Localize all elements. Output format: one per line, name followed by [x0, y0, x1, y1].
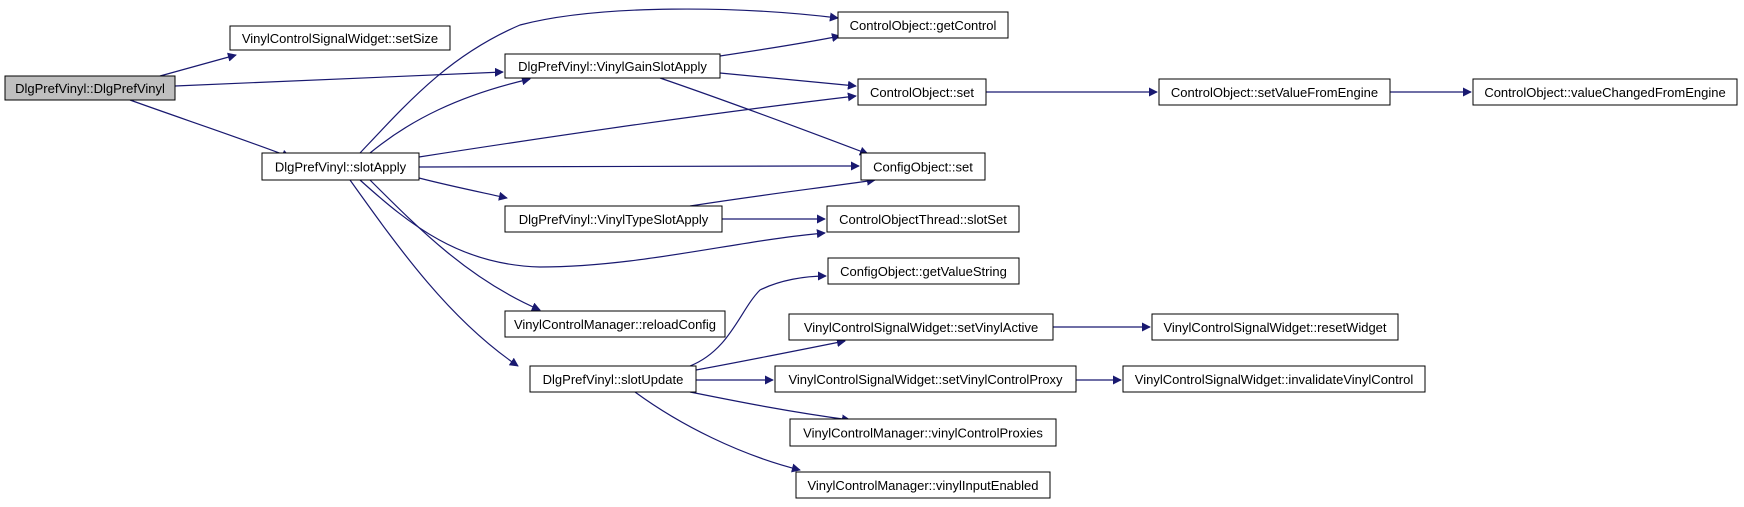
node-cotSlotSet[interactable]: ControlObjectThread::slotSet	[826, 205, 1020, 233]
node-invalidate[interactable]: VinylControlSignalWidget::invalidateViny…	[1122, 365, 1426, 393]
edge-gainApply-to-coSet	[719, 72, 857, 90]
node-label: ConfigObject::set	[873, 160, 973, 175]
node-label: DlgPrefVinyl::slotApply	[275, 160, 407, 175]
node-label: VinylControlSignalWidget::resetWidget	[1163, 320, 1386, 335]
node-box[interactable]	[789, 418, 1057, 447]
edge-gainApply-to-configSet	[659, 77, 869, 156]
nodes-layer: DlgPrefVinyl::DlgPrefVinylVinylControlSi…	[4, 11, 1738, 499]
node-box[interactable]	[1122, 365, 1426, 393]
node-setVinylActive[interactable]: VinylControlSignalWidget::setVinylActive	[788, 313, 1054, 341]
node-getValueString[interactable]: ConfigObject::getValueString	[827, 257, 1020, 285]
edge-slotApply-to-gainApply	[369, 76, 531, 154]
node-box[interactable]	[529, 365, 697, 393]
node-label: VinylControlManager::vinylControlProxies	[803, 426, 1043, 441]
node-box[interactable]	[857, 78, 987, 106]
node-label: ConfigObject::getValueString	[840, 264, 1007, 279]
edge-root-to-gainApply	[174, 67, 504, 87]
node-box[interactable]	[1158, 78, 1391, 106]
node-reloadConfig[interactable]: VinylControlManager::reloadConfig	[504, 310, 726, 338]
node-label: DlgPrefVinyl::DlgPrefVinyl	[15, 81, 165, 96]
edge-gainApply-to-getControl	[719, 33, 841, 57]
node-slotApply[interactable]: DlgPrefVinyl::slotApply	[261, 152, 420, 181]
edge-root-to-slotApply	[129, 99, 291, 159]
node-slotUpdate[interactable]: DlgPrefVinyl::slotUpdate	[529, 365, 697, 393]
node-box[interactable]	[860, 152, 986, 181]
node-label: ControlObject::valueChangedFromEngine	[1484, 85, 1725, 100]
node-box[interactable]	[827, 257, 1020, 285]
node-label: VinylControlSignalWidget::setVinylContro…	[788, 372, 1063, 387]
node-getControl[interactable]: ControlObject::getControl	[837, 11, 1009, 39]
node-label: ControlObjectThread::slotSet	[839, 212, 1007, 227]
node-label: VinylControlManager::vinylInputEnabled	[807, 478, 1038, 493]
edge-slotApply-to-coSet	[418, 92, 857, 158]
node-box[interactable]	[504, 205, 723, 233]
node-box[interactable]	[504, 53, 721, 79]
node-coSet[interactable]: ControlObject::set	[857, 78, 987, 106]
node-box[interactable]	[795, 471, 1051, 499]
node-label: ControlObject::getControl	[850, 18, 997, 33]
edges-layer	[129, 8, 1472, 473]
node-setValueFE[interactable]: ControlObject::setValueFromEngine	[1158, 78, 1391, 106]
edge-slotApply-to-reloadConfig	[369, 179, 541, 311]
node-label: ControlObject::set	[870, 85, 974, 100]
node-box[interactable]	[774, 365, 1077, 393]
node-box[interactable]	[261, 152, 420, 181]
node-label: VinylControlSignalWidget::setSize	[242, 31, 438, 46]
edge-slotUpdate-to-setVinylActive	[695, 338, 846, 371]
node-label: DlgPrefVinyl::VinylTypeSlotApply	[519, 212, 709, 227]
node-inputEnabled[interactable]: VinylControlManager::vinylInputEnabled	[795, 471, 1051, 499]
node-box[interactable]	[1472, 78, 1738, 106]
node-gainApply[interactable]: DlgPrefVinyl::VinylGainSlotApply	[504, 53, 721, 79]
node-valueChangedFE[interactable]: ControlObject::valueChangedFromEngine	[1472, 78, 1738, 106]
node-configSet[interactable]: ConfigObject::set	[860, 152, 986, 181]
edge-slotApply-to-configSet	[418, 161, 860, 171]
node-label: VinylControlManager::reloadConfig	[514, 317, 716, 332]
node-box[interactable]	[837, 11, 1009, 39]
node-label: DlgPrefVinyl::VinylGainSlotApply	[518, 59, 707, 74]
node-label: VinylControlSignalWidget::invalidateViny…	[1135, 372, 1414, 387]
node-resetWidget[interactable]: VinylControlSignalWidget::resetWidget	[1151, 313, 1399, 341]
edge-slotApply-to-getControl	[359, 8, 839, 154]
node-proxies[interactable]: VinylControlManager::vinylControlProxies	[789, 418, 1057, 447]
node-box[interactable]	[788, 313, 1054, 341]
edge-slotApply-to-slotUpdate	[349, 179, 519, 367]
node-box[interactable]	[229, 25, 451, 51]
node-setSize[interactable]: VinylControlSignalWidget::setSize	[229, 25, 451, 51]
edge-slotUpdate-to-getValueString	[689, 271, 827, 367]
edge-slotUpdate-to-proxies	[689, 391, 851, 424]
edge-root-to-setSize	[159, 52, 237, 77]
node-typeApply[interactable]: DlgPrefVinyl::VinylTypeSlotApply	[504, 205, 723, 233]
node-label: ControlObject::setValueFromEngine	[1171, 85, 1378, 100]
node-label: DlgPrefVinyl::slotUpdate	[543, 372, 684, 387]
node-label: VinylControlSignalWidget::setVinylActive	[804, 320, 1038, 335]
edge-slotUpdate-to-inputEnabled	[634, 391, 801, 473]
edge-slotApply-to-typeApply	[418, 177, 508, 201]
node-box[interactable]	[4, 75, 176, 101]
node-root[interactable]: DlgPrefVinyl::DlgPrefVinyl	[4, 75, 176, 101]
node-box[interactable]	[826, 205, 1020, 233]
node-setProxy[interactable]: VinylControlSignalWidget::setVinylContro…	[774, 365, 1077, 393]
edge-typeApply-to-configSet	[689, 176, 876, 207]
edge-slotApply-to-cotSlotSet	[359, 179, 826, 268]
node-box[interactable]	[504, 310, 726, 338]
node-box[interactable]	[1151, 313, 1399, 341]
